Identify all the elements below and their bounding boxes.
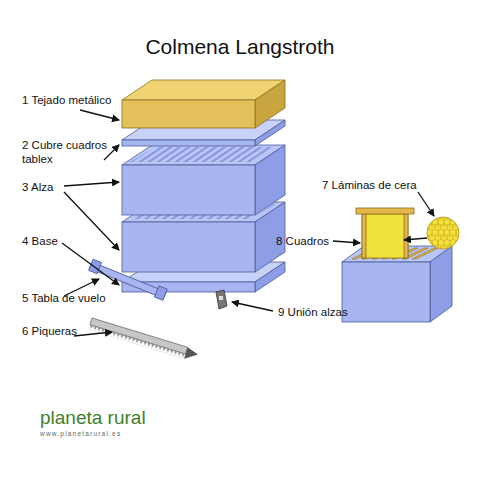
- part-label: 7 Láminas de cera: [322, 178, 417, 192]
- part-label: 5 Tabla de vuelo: [22, 291, 106, 305]
- part-label: 8 Cuadros: [276, 234, 329, 248]
- part-label: 4 Base: [22, 234, 58, 248]
- watermark: planeta rural: [40, 407, 146, 429]
- part-label: 6 Piqueras: [22, 324, 77, 338]
- wax-foundation: [425, 215, 461, 251]
- entrance-reducer: [88, 318, 199, 362]
- super-upper: [122, 145, 285, 215]
- part-label: 9 Unión alzas: [278, 305, 348, 319]
- part-label: 1 Tejado metálico: [22, 93, 111, 107]
- part-label: 2 Cubre cuadros tablex: [22, 138, 114, 166]
- leader-lines: [62, 110, 434, 336]
- watermark: www.planetarural.es: [40, 430, 121, 438]
- frame: [356, 208, 414, 258]
- super-clip: [216, 290, 227, 309]
- part-label: 3 Alza: [22, 180, 53, 194]
- metal-roof: [122, 80, 285, 128]
- title: Colmena Langstroth: [0, 34, 480, 60]
